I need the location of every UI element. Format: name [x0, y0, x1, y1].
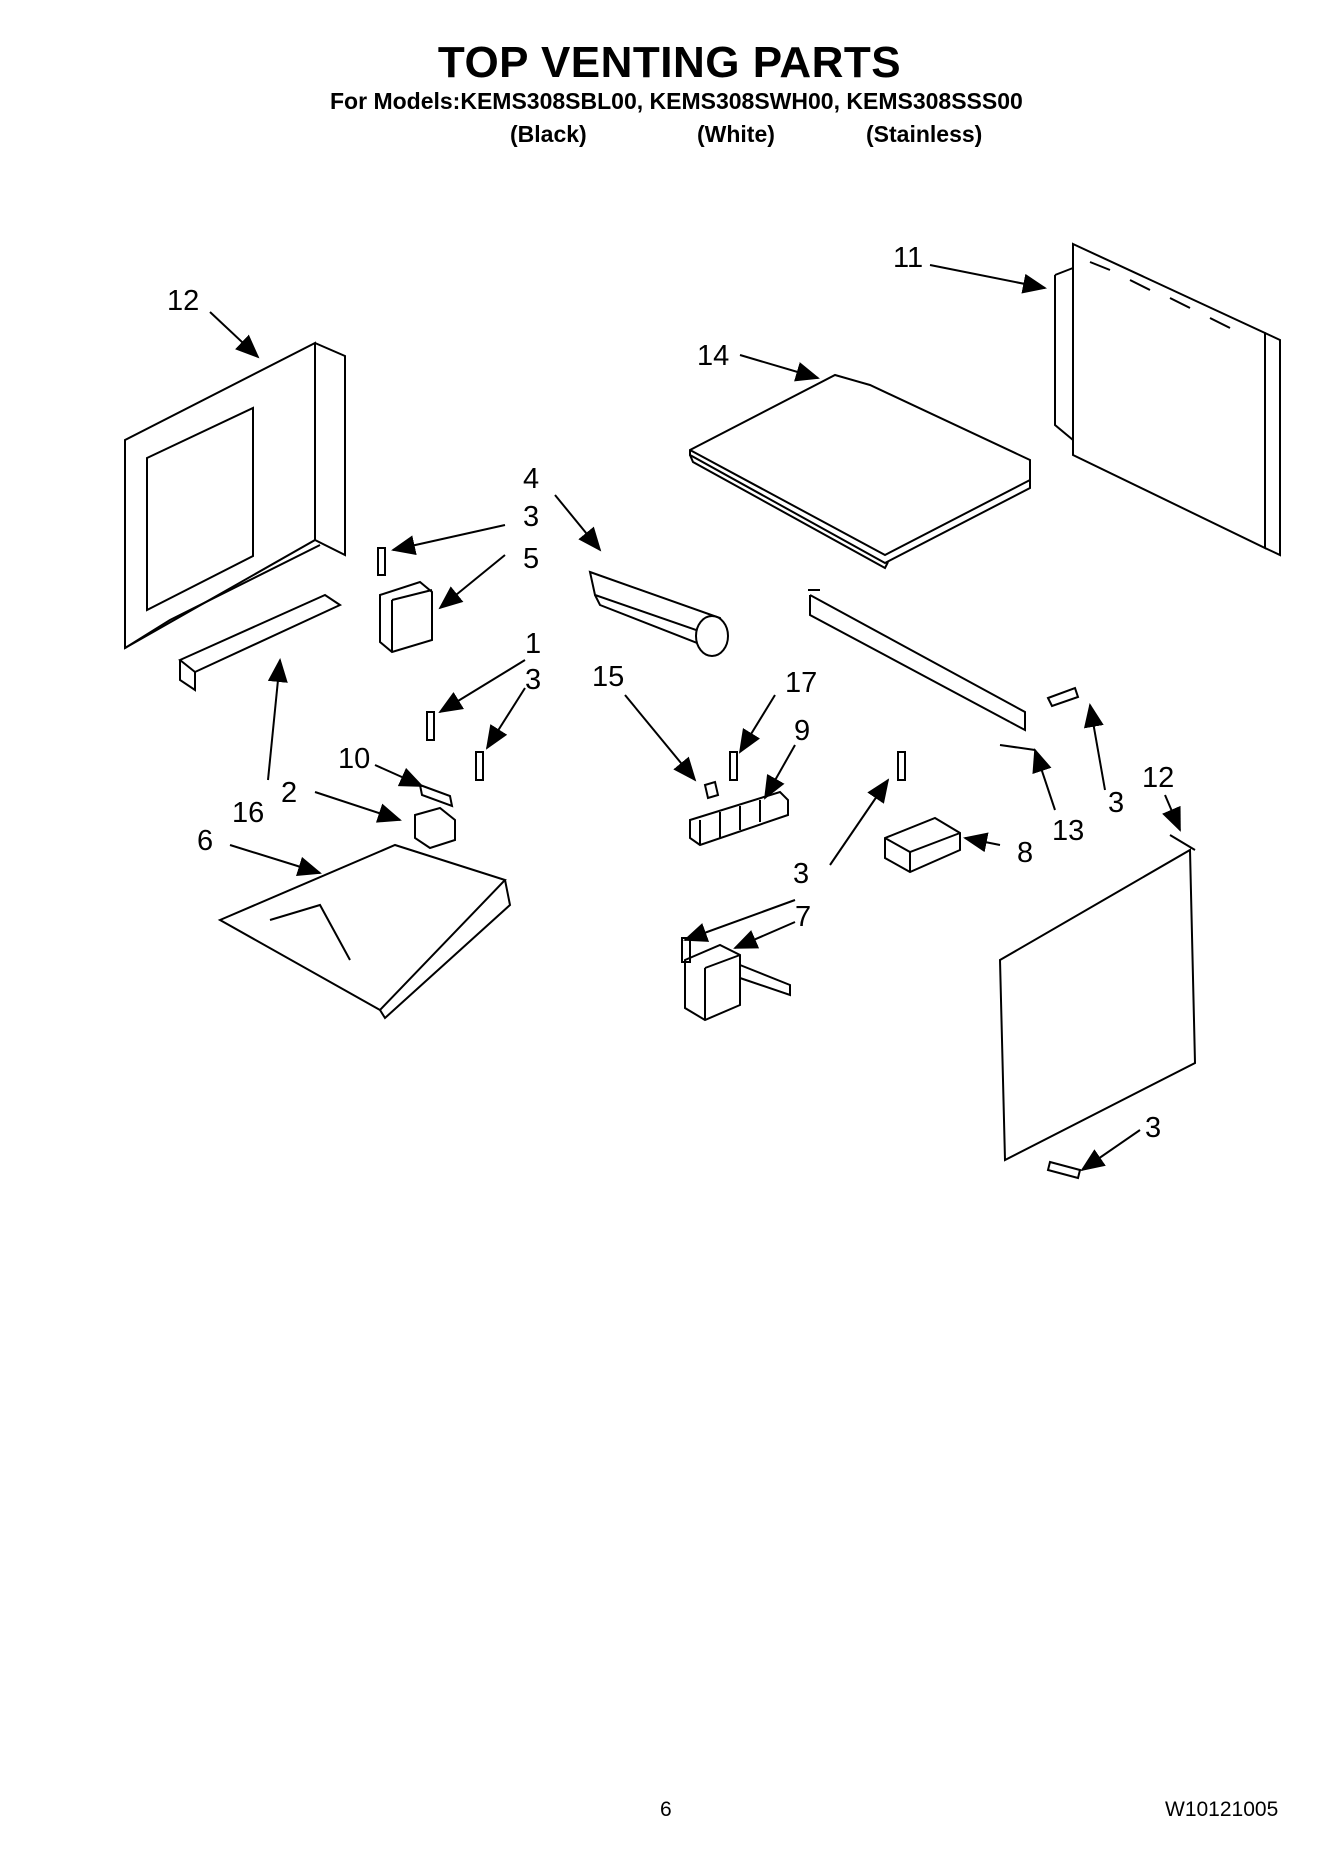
variant-black: (Black) — [510, 121, 587, 147]
part-6-base-plate — [217, 843, 512, 1020]
callout-3-bottom: 3 — [1145, 1112, 1161, 1144]
part-7-transformer — [684, 943, 791, 1022]
callout-13: 13 — [1052, 815, 1084, 847]
part-12-right-panel — [998, 834, 1197, 1162]
callout-8: 8 — [1017, 837, 1033, 869]
document-number: W10121005 — [1165, 1798, 1279, 1821]
callout-3-upper: 3 — [523, 501, 539, 533]
callout-16: 16 — [232, 797, 264, 829]
callout-2: 2 — [281, 777, 297, 809]
part-10-2-fuse-block — [414, 783, 456, 850]
callout-12-right: 12 — [1142, 762, 1174, 794]
leader-lines — [209, 264, 1181, 1172]
callout-7: 7 — [795, 901, 811, 933]
variant-stainless: (Stainless) — [866, 121, 983, 147]
screws — [377, 547, 1082, 1180]
page-title: TOP VENTING PARTS — [437, 38, 902, 87]
callout-3-right: 3 — [1108, 787, 1124, 819]
part-11-rear-panel — [1054, 242, 1281, 557]
callout-9: 9 — [794, 715, 810, 747]
part-5-component — [379, 580, 433, 654]
part-16-bracket — [178, 593, 343, 692]
part-12-left-panel — [124, 341, 346, 650]
page-number: 6 — [660, 1798, 672, 1821]
callout-17: 17 — [785, 667, 817, 699]
callout-11: 11 — [893, 242, 923, 274]
callout-10: 10 — [338, 743, 370, 775]
callout-3-fuse: 3 — [525, 664, 541, 696]
callout-5: 5 — [523, 543, 539, 575]
model-list: For Models:KEMS308SBL00, KEMS308SWH00, K… — [330, 88, 1023, 114]
part-8-module — [884, 816, 961, 874]
part-4-blower — [588, 570, 729, 657]
callout-3-lower: 3 — [793, 858, 809, 890]
callout-4: 4 — [523, 463, 539, 495]
callout-12-left: 12 — [167, 285, 199, 317]
part-13-rail — [808, 589, 1036, 751]
callout-15: 15 — [592, 661, 624, 693]
callout-14: 14 — [697, 340, 729, 372]
variant-white: (White) — [697, 121, 775, 147]
callout-6: 6 — [197, 825, 213, 857]
part-9-terminal-block — [689, 790, 789, 847]
callout-1: 1 — [525, 628, 541, 660]
part-14-top-panel — [689, 373, 1031, 570]
